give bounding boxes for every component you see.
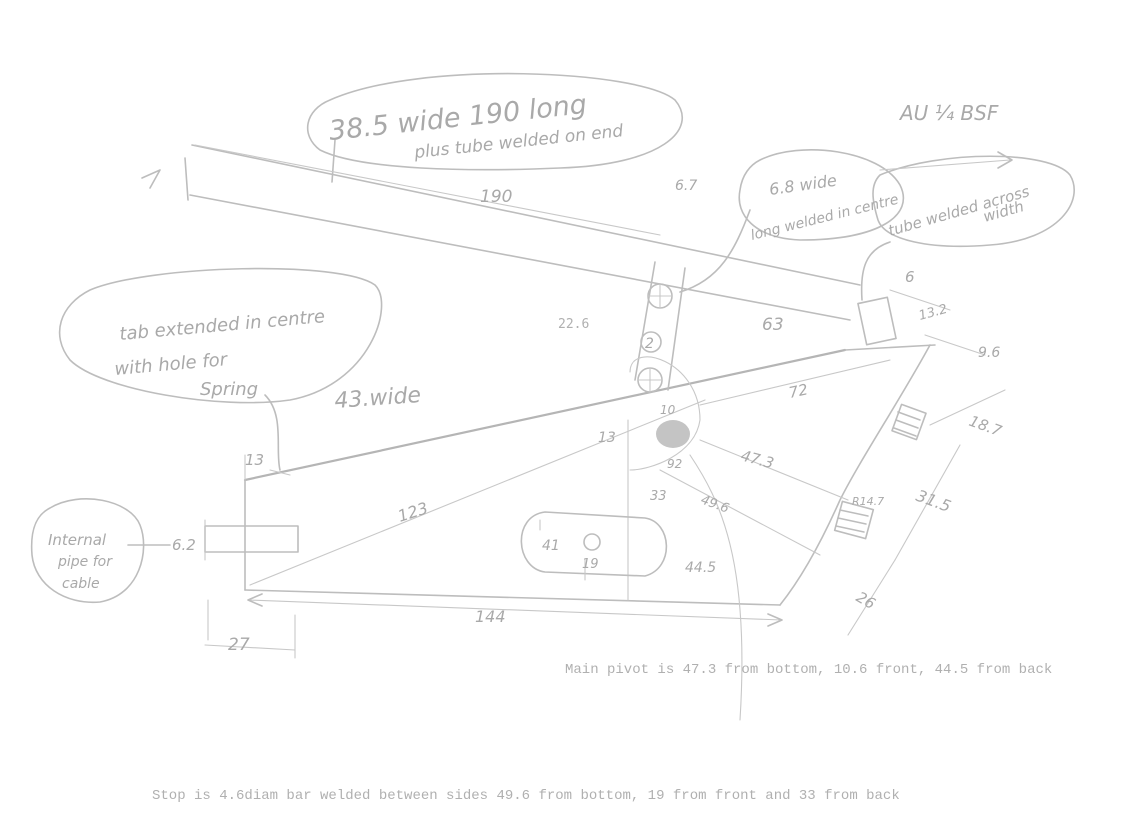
tab-note-line-1: tab extended in centre (119, 306, 326, 345)
dim-190: 190 (480, 187, 512, 207)
stop-note: Stop is 4.6diam bar welded between sides… (152, 788, 900, 804)
dim-144: 144 (475, 607, 506, 626)
tube-note-bubble (872, 155, 1075, 248)
dim-27: 27 (228, 635, 250, 655)
label-2: 2 (645, 336, 654, 352)
frame-diagonal-72 (699, 359, 891, 406)
link-bottom-pivot-cross (637, 367, 663, 393)
arm-note-bubble (306, 72, 683, 171)
main-pivot-dot (656, 420, 690, 448)
pivot-dim-49-6 (659, 469, 821, 556)
upper-arm-bottom-edge (189, 194, 851, 321)
dim-19: 19 (582, 557, 599, 572)
dim-144-arrowheads (247, 593, 783, 627)
dim-44-5: 44.5 (685, 560, 716, 576)
arm-arrow (879, 159, 1011, 171)
dim-27-line (204, 644, 296, 651)
frame-right-upper (844, 344, 936, 351)
cable-pipe (204, 525, 299, 553)
dim-22-6: 22.6 (558, 317, 589, 332)
pipe-note-line-2: pipe for (57, 554, 113, 570)
upper-spring-coils (893, 411, 921, 437)
frame-top-edge (243, 348, 847, 482)
tab-note-line-3: Spring (200, 379, 258, 400)
pipe-note-line-3: cable (62, 576, 100, 592)
dim-6: 6 (905, 268, 915, 286)
dim-27-ticks (207, 599, 296, 659)
dim-26-line (847, 559, 896, 636)
dim-92: 92 (667, 457, 682, 471)
tube-end-block (857, 296, 897, 346)
dim-47-3: 47.3 (739, 446, 776, 472)
center-note-line-1: 6.8 wide (768, 171, 838, 199)
frame-diagonal-123 (249, 399, 706, 586)
pipe-note-line-1: Internal (48, 531, 107, 549)
dim-31-5: 31.5 (914, 486, 954, 516)
main-pivot-note: Main pivot is 47.3 from bottom, 10.6 fro… (565, 662, 1053, 678)
tab-note-bubble (58, 267, 383, 404)
dim-6-7: 6.7 (675, 178, 697, 194)
link-left-edge (634, 261, 656, 381)
upper-arm-end (184, 157, 189, 201)
dim-31-5-line (894, 444, 961, 561)
center-note-leader (679, 209, 751, 293)
dim-18-7-line (929, 389, 1006, 426)
frame-bottom-edge (244, 589, 781, 606)
dim-10: 10 (660, 403, 676, 417)
left-arrowhead (141, 169, 161, 189)
center-note-bubble (738, 149, 905, 241)
stop-bar (583, 533, 601, 551)
dim-41: 41 (542, 538, 560, 554)
tab-note-line-2: with hole for (114, 349, 230, 380)
stop-slot (520, 511, 668, 577)
link-top-pivot-cross (647, 283, 673, 309)
lower-spring (833, 500, 875, 540)
tab-note-leader (264, 394, 281, 471)
pivot-dim-47-3 (699, 439, 849, 501)
dim-13-mid: 13 (598, 430, 616, 446)
dim-r14-7: R14.7 (852, 495, 884, 508)
dim-49-6: 49.6 (699, 493, 731, 517)
upper-spring (891, 403, 927, 441)
dim-123: 123 (395, 498, 430, 526)
pipe-note-bubble (30, 498, 145, 604)
stop-dim-19 (539, 519, 586, 581)
dim-6-2: 6.2 (172, 536, 196, 554)
link-surround (629, 356, 701, 471)
dim-13-2: 13.2 (917, 302, 949, 324)
dim-190-line (194, 144, 661, 236)
frame-right-edge (779, 344, 931, 606)
dim-9-6: 9.6 (978, 345, 1000, 361)
upper-arm-top-edge (191, 144, 861, 286)
dim-33: 33 (650, 489, 667, 504)
arm-arrowhead (997, 151, 1013, 169)
pivot-leader (689, 454, 743, 721)
tube-note-leader (860, 241, 891, 301)
link-label-circle (640, 331, 662, 353)
tube-end-dims (889, 289, 986, 356)
thread-note: AU ¼ BSF (898, 101, 999, 125)
dim-18-7: 18.7 (967, 412, 1005, 440)
lower-spring-coils (835, 509, 869, 533)
dim-13-ticks (244, 454, 291, 481)
dim-43-wide: 43.wide (334, 383, 422, 414)
dim-144-line (247, 599, 783, 621)
link-right-edge (667, 267, 686, 391)
dim-63: 63 (762, 315, 784, 335)
dim-13-left: 13 (245, 451, 264, 469)
dim-72: 72 (787, 380, 809, 402)
